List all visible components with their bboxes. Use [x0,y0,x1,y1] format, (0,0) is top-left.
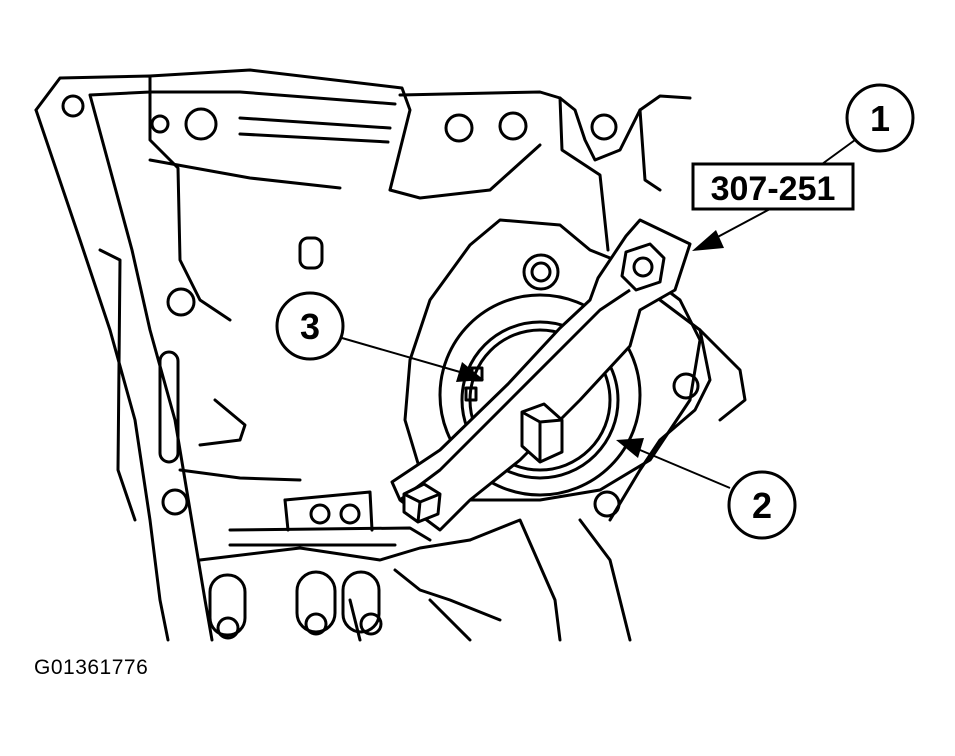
callout-2: 2 [616,438,797,540]
callout-1-number: 1 [870,98,890,139]
seal-housing [403,218,702,502]
callout-3: 3 [275,291,484,382]
callout-1: 1 307-251 [691,83,915,251]
lower-cylinders [208,570,381,637]
callout-3-number: 3 [300,306,320,347]
callout-1-arrowhead [692,230,724,251]
bolt-holes [61,94,700,640]
figure-id: G01361776 [34,656,149,679]
bolt-upper [620,242,666,292]
tool-bolts [402,242,666,524]
special-tool [390,218,692,532]
tool-number-label: 307-251 [711,170,836,208]
callout-2-number: 2 [752,485,772,526]
callout-3-arrowhead [456,362,484,382]
bolt-center [520,402,564,464]
bolt-lower [402,482,442,524]
callout-2-arrowhead [616,438,644,458]
transmission-case-outline [34,68,747,642]
